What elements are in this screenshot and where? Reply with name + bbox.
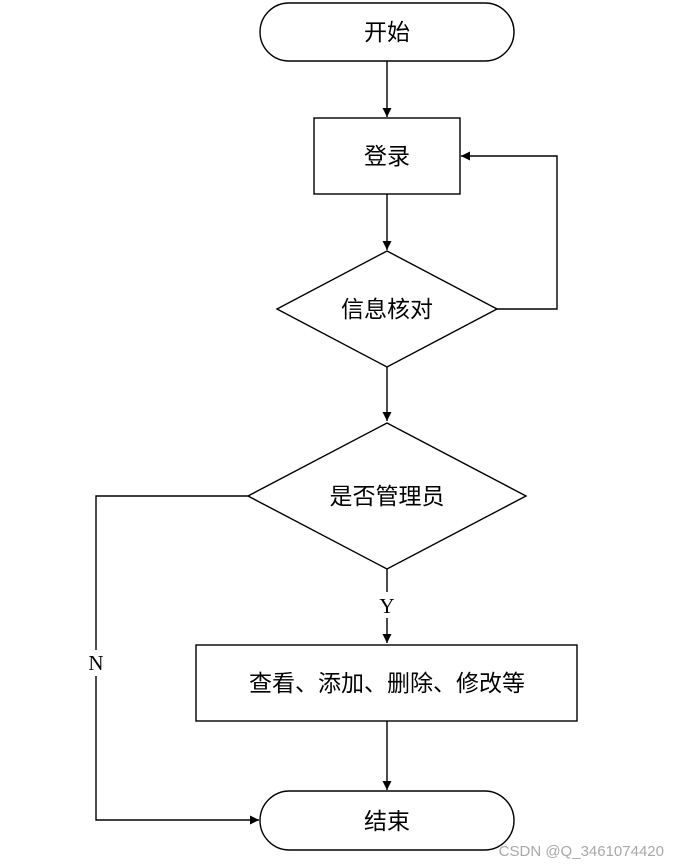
- verify-label: 信息核对: [341, 297, 433, 323]
- admin-decision: 是否管理员: [246, 422, 528, 570]
- start-label: 开始: [364, 20, 410, 46]
- actions-label: 查看、添加、删除、修改等: [249, 671, 525, 697]
- end-label: 结束: [364, 809, 410, 835]
- no-label-bg: [84, 650, 108, 676]
- login-label: 登录: [364, 144, 410, 170]
- verify-decision: 信息核对: [275, 250, 499, 368]
- admin-label: 是否管理员: [330, 484, 445, 510]
- watermark: CSDN @Q_3461074420: [499, 843, 664, 860]
- no-label: N: [88, 651, 103, 675]
- login-node: 登录: [313, 117, 461, 195]
- actions-node: 查看、添加、删除、修改等: [195, 644, 578, 722]
- yes-label-bg: [374, 592, 400, 618]
- end-node: 结束: [259, 790, 515, 851]
- start-node: 开始: [259, 2, 515, 62]
- yes-label: Y: [379, 594, 394, 618]
- arrow-verify-back-to-login: [461, 151, 558, 310]
